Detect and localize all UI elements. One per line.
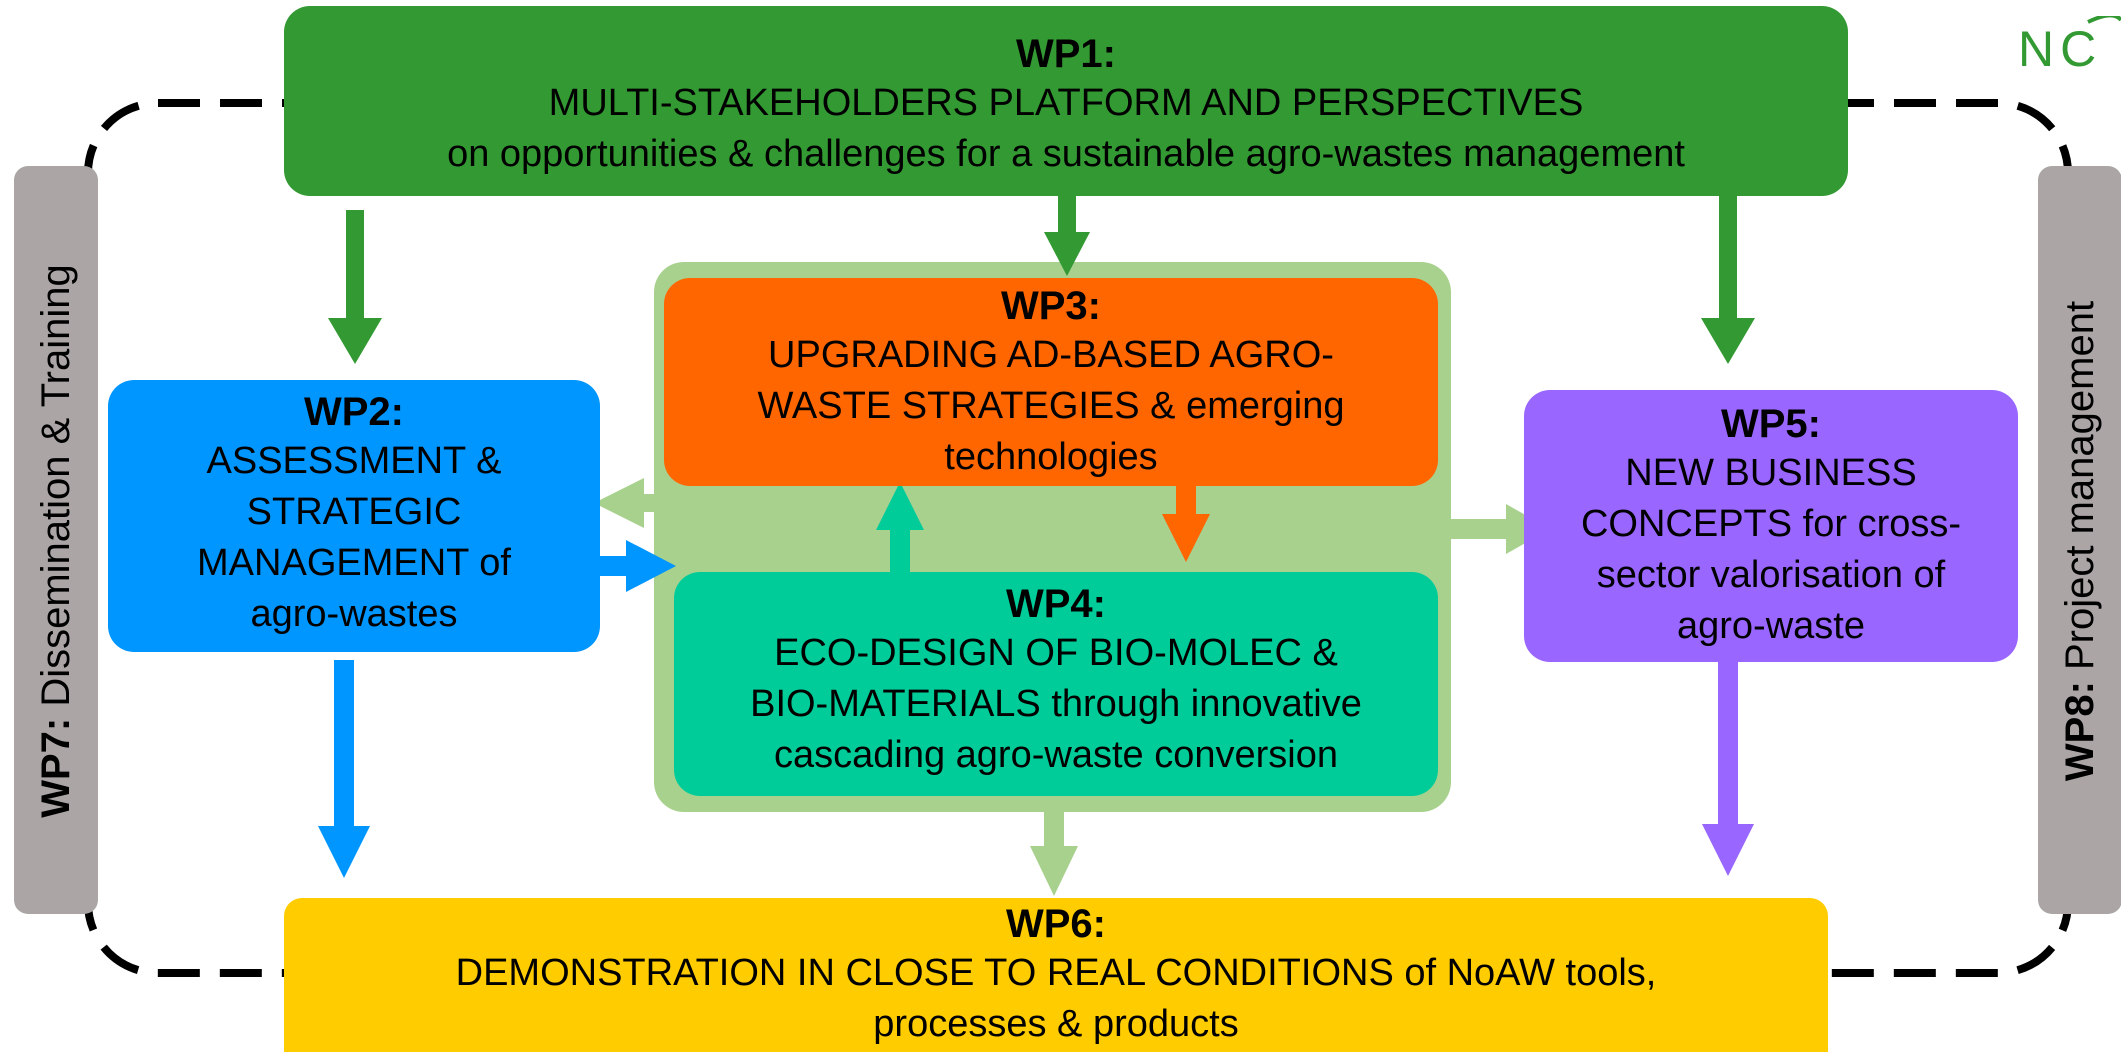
arrow-wp4-to-wp3 [876, 482, 924, 572]
wp2-title: WP2: [304, 390, 404, 434]
noaw-logo: NC [2018, 16, 2121, 76]
wp8-side-bar [2038, 166, 2121, 914]
wp1-line2: on opportunities & challenges for a sust… [447, 133, 1685, 175]
wp6-line1: DEMONSTRATION IN CLOSE TO REAL CONDITION… [455, 952, 1657, 994]
wp1-box: WP1: MULTI-STAKEHOLDERS PLATFORM AND PER… [284, 6, 1848, 196]
arrow-group-to-wp6 [1030, 810, 1078, 896]
wp2-box: WP2: ASSESSMENT & STRATEGIC MANAGEMENT o… [108, 380, 600, 652]
arrow-wp1-to-wp5 [1701, 196, 1755, 364]
wp3-line1: UPGRADING AD-BASED AGRO- [768, 334, 1334, 376]
logo-text: NC [2018, 21, 2103, 76]
wp1-title: WP1: [1016, 32, 1116, 76]
wp3-box: WP3: UPGRADING AD-BASED AGRO- WASTE STRA… [664, 278, 1438, 486]
arrow-wp1-to-wp3 [1044, 196, 1090, 276]
wp2-line1: ASSESSMENT & [206, 440, 502, 482]
wp1-line1: MULTI-STAKEHOLDERS PLATFORM AND PERSPECT… [548, 82, 1584, 124]
wp8-label: WP8: Project management [2057, 166, 2103, 916]
wp6-title: WP6: [1006, 902, 1106, 946]
wp5-line2: CONCEPTS for cross- [1580, 503, 1962, 545]
arrow-wp1-to-wp2 [328, 210, 382, 364]
wp4-box: WP4: ECO-DESIGN OF BIO-MOLEC & BIO-MATER… [674, 572, 1438, 796]
wp3-line3: technologies [944, 436, 1158, 478]
wp8-label-text: Project management [2058, 300, 2102, 682]
wp8-label-bold: WP8: [2058, 681, 2102, 782]
wp4-line2: BIO-MATERIALS through innovative [750, 683, 1362, 725]
wp4-line3: cascading agro-waste conversion [774, 734, 1338, 776]
wp7-label-bold: WP7: [34, 717, 78, 818]
wp5-line3: sector valorisation of [1596, 554, 1946, 596]
wp4-title: WP4: [1006, 582, 1106, 626]
wp2-line4: agro-wastes [250, 593, 458, 635]
arrow-wp2-to-wp4 [598, 540, 676, 592]
arrow-wp2-to-wp6 [318, 660, 370, 878]
wp7-label-text: Dissemination & Training [34, 264, 78, 718]
arrow-group-to-wp2 [594, 478, 662, 528]
wp5-line1: NEW BUSINESS [1625, 452, 1917, 494]
wp7-side-bar [14, 166, 98, 914]
wp2-line2: STRATEGIC [246, 491, 462, 533]
wp3-line2: WASTE STRATEGIES & emerging [757, 385, 1345, 427]
wp3-title: WP3: [1001, 284, 1101, 328]
logo-arc-icon [2087, 16, 2121, 24]
wp5-box: WP5: NEW BUSINESS CONCEPTS for cross- se… [1524, 390, 2018, 662]
wp6-line2: processes & products [873, 1003, 1239, 1045]
wp7-label: WP7: Dissemination & Training [33, 166, 79, 916]
wp2-line3: MANAGEMENT of [197, 542, 511, 584]
wp6-box: WP6: DEMONSTRATION IN CLOSE TO REAL COND… [284, 898, 1828, 1052]
wp4-line1: ECO-DESIGN OF BIO-MOLEC & [774, 632, 1338, 674]
arrow-wp5-to-wp6 [1702, 662, 1754, 876]
arrow-wp3-to-wp4 [1162, 486, 1210, 562]
wp5-line4: agro-waste [1677, 605, 1865, 647]
wp5-title: WP5: [1721, 402, 1821, 446]
